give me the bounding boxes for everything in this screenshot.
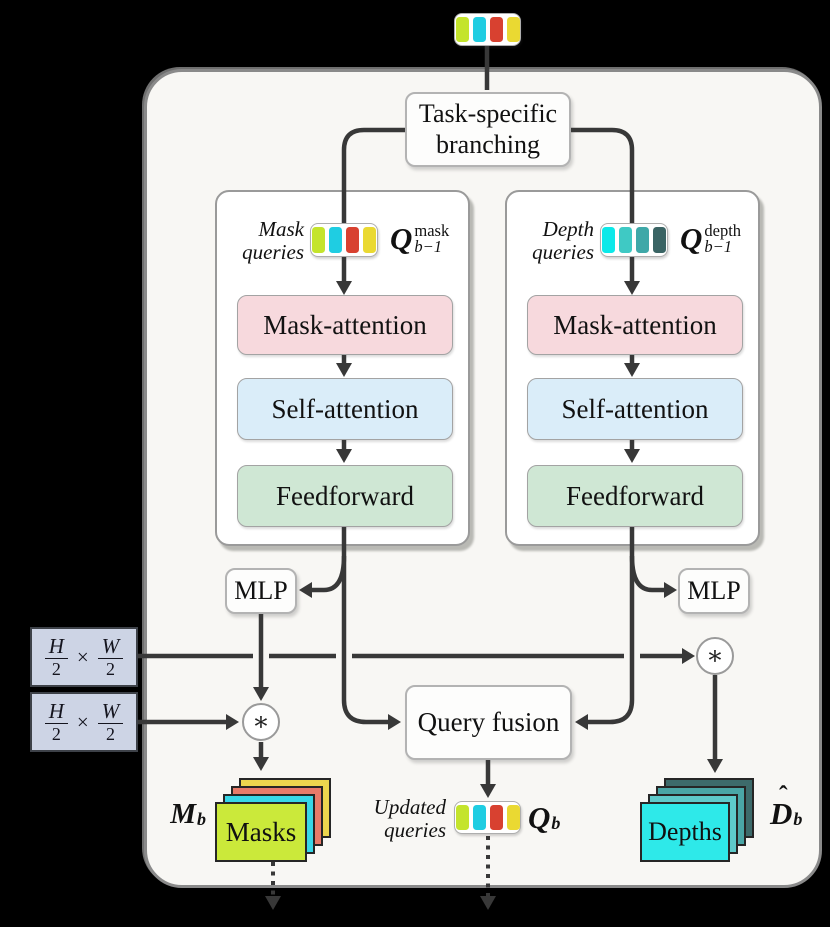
depth-branch-feedforward: Feedforward [527,465,743,527]
frac-numerator: W [97,700,124,725]
task-branching-box: Task-specific branching [405,92,571,167]
depth-queries-line1: Depth [542,216,594,241]
q-superscript: depth [704,220,742,240]
frac-denominator: 2 [51,724,61,745]
depths-label: Depths [648,817,722,846]
block-label: Mask-attention [263,309,427,340]
token [455,805,469,830]
times-sign: × [76,644,89,669]
token [329,227,342,253]
arrow-queries-out [480,896,496,910]
frac-numerator: W [97,635,124,660]
q-base: Q [680,221,703,256]
task-branching-label: Task-specific branching [418,98,558,159]
token [455,17,469,42]
mask-query-token-box [310,223,378,257]
updated-line2: queries [384,818,446,842]
depth-queries-label: Depth queries [508,217,594,265]
d-hat: ˆ [779,781,788,810]
block-label: Feedforward [566,480,704,511]
m-subscript: b [197,808,206,829]
mask-queries-line1: Mask [258,216,305,241]
frac-denominator: 2 [51,659,61,680]
token [472,17,486,42]
mlp-label: MLP [234,575,288,605]
token [602,227,615,253]
updated-query-token-box [454,801,521,834]
token [472,805,486,830]
asterisk-glyph: ∗ [252,707,270,736]
depth-card-front: Depths [640,802,730,862]
mask-branch-self-attention: Self-attention [237,378,453,440]
frac-denominator: 2 [106,659,115,680]
mask-queries-label: Mask queries [218,217,304,265]
token [363,227,376,253]
d-subscript: b [793,808,803,829]
times-sign: × [76,709,89,734]
input-token-box [454,13,521,46]
q-base: Q [390,221,413,256]
m-base: M [170,797,196,830]
frac-numerator: H [44,635,68,660]
block-label: Self-attention [271,393,419,424]
token [489,17,503,42]
frac-denominator: 2 [106,724,115,745]
updated-line1: Updated [373,794,446,819]
token [506,805,520,830]
mask-query-math-label: Q mask b−1 [390,214,474,264]
asterisk-glyph: ∗ [706,641,724,670]
d-base: D [770,796,793,831]
token [489,805,503,830]
block-label: Feedforward [276,480,414,511]
updated-queries-label: Updated queries [358,794,446,842]
depth-queries-line2: queries [532,240,594,264]
q-superscript: mask [414,220,450,240]
block-label: Mask-attention [553,309,717,340]
mlp-left-box: MLP [225,568,297,614]
token [506,17,520,42]
token [346,227,359,253]
arrow-masks-out [265,896,281,910]
token [636,227,649,253]
mask-card-front: Masks [215,802,307,862]
mask-branch-feedforward: Feedforward [237,465,453,527]
token [653,227,666,253]
mask-queries-line2: queries [242,240,304,264]
depth-query-math-label: Q depth b−1 [680,214,764,264]
multiply-operator-left: ∗ [242,703,280,741]
token [619,227,632,253]
mlp-right-box: MLP [678,568,750,614]
mask-branch-mask-attention: Mask-attention [237,295,453,355]
masks-label: Masks [225,816,297,847]
q-subscript: b [551,812,561,833]
query-fusion-box: Query fusion [405,685,572,760]
depth-branch-mask-attention: Mask-attention [527,295,743,355]
block-label: Self-attention [561,393,709,424]
depth-branch-self-attention: Self-attention [527,378,743,440]
q-subscript: b−1 [704,237,733,256]
q-subscript: b−1 [414,237,443,256]
frac-numerator: H [44,700,68,725]
token [312,227,325,253]
multiply-operator-right: ∗ [696,637,734,675]
query-fusion-label: Query fusion [417,706,560,737]
q-base: Q [528,800,551,835]
mlp-label: MLP [687,575,741,605]
depth-query-token-box [600,223,668,257]
